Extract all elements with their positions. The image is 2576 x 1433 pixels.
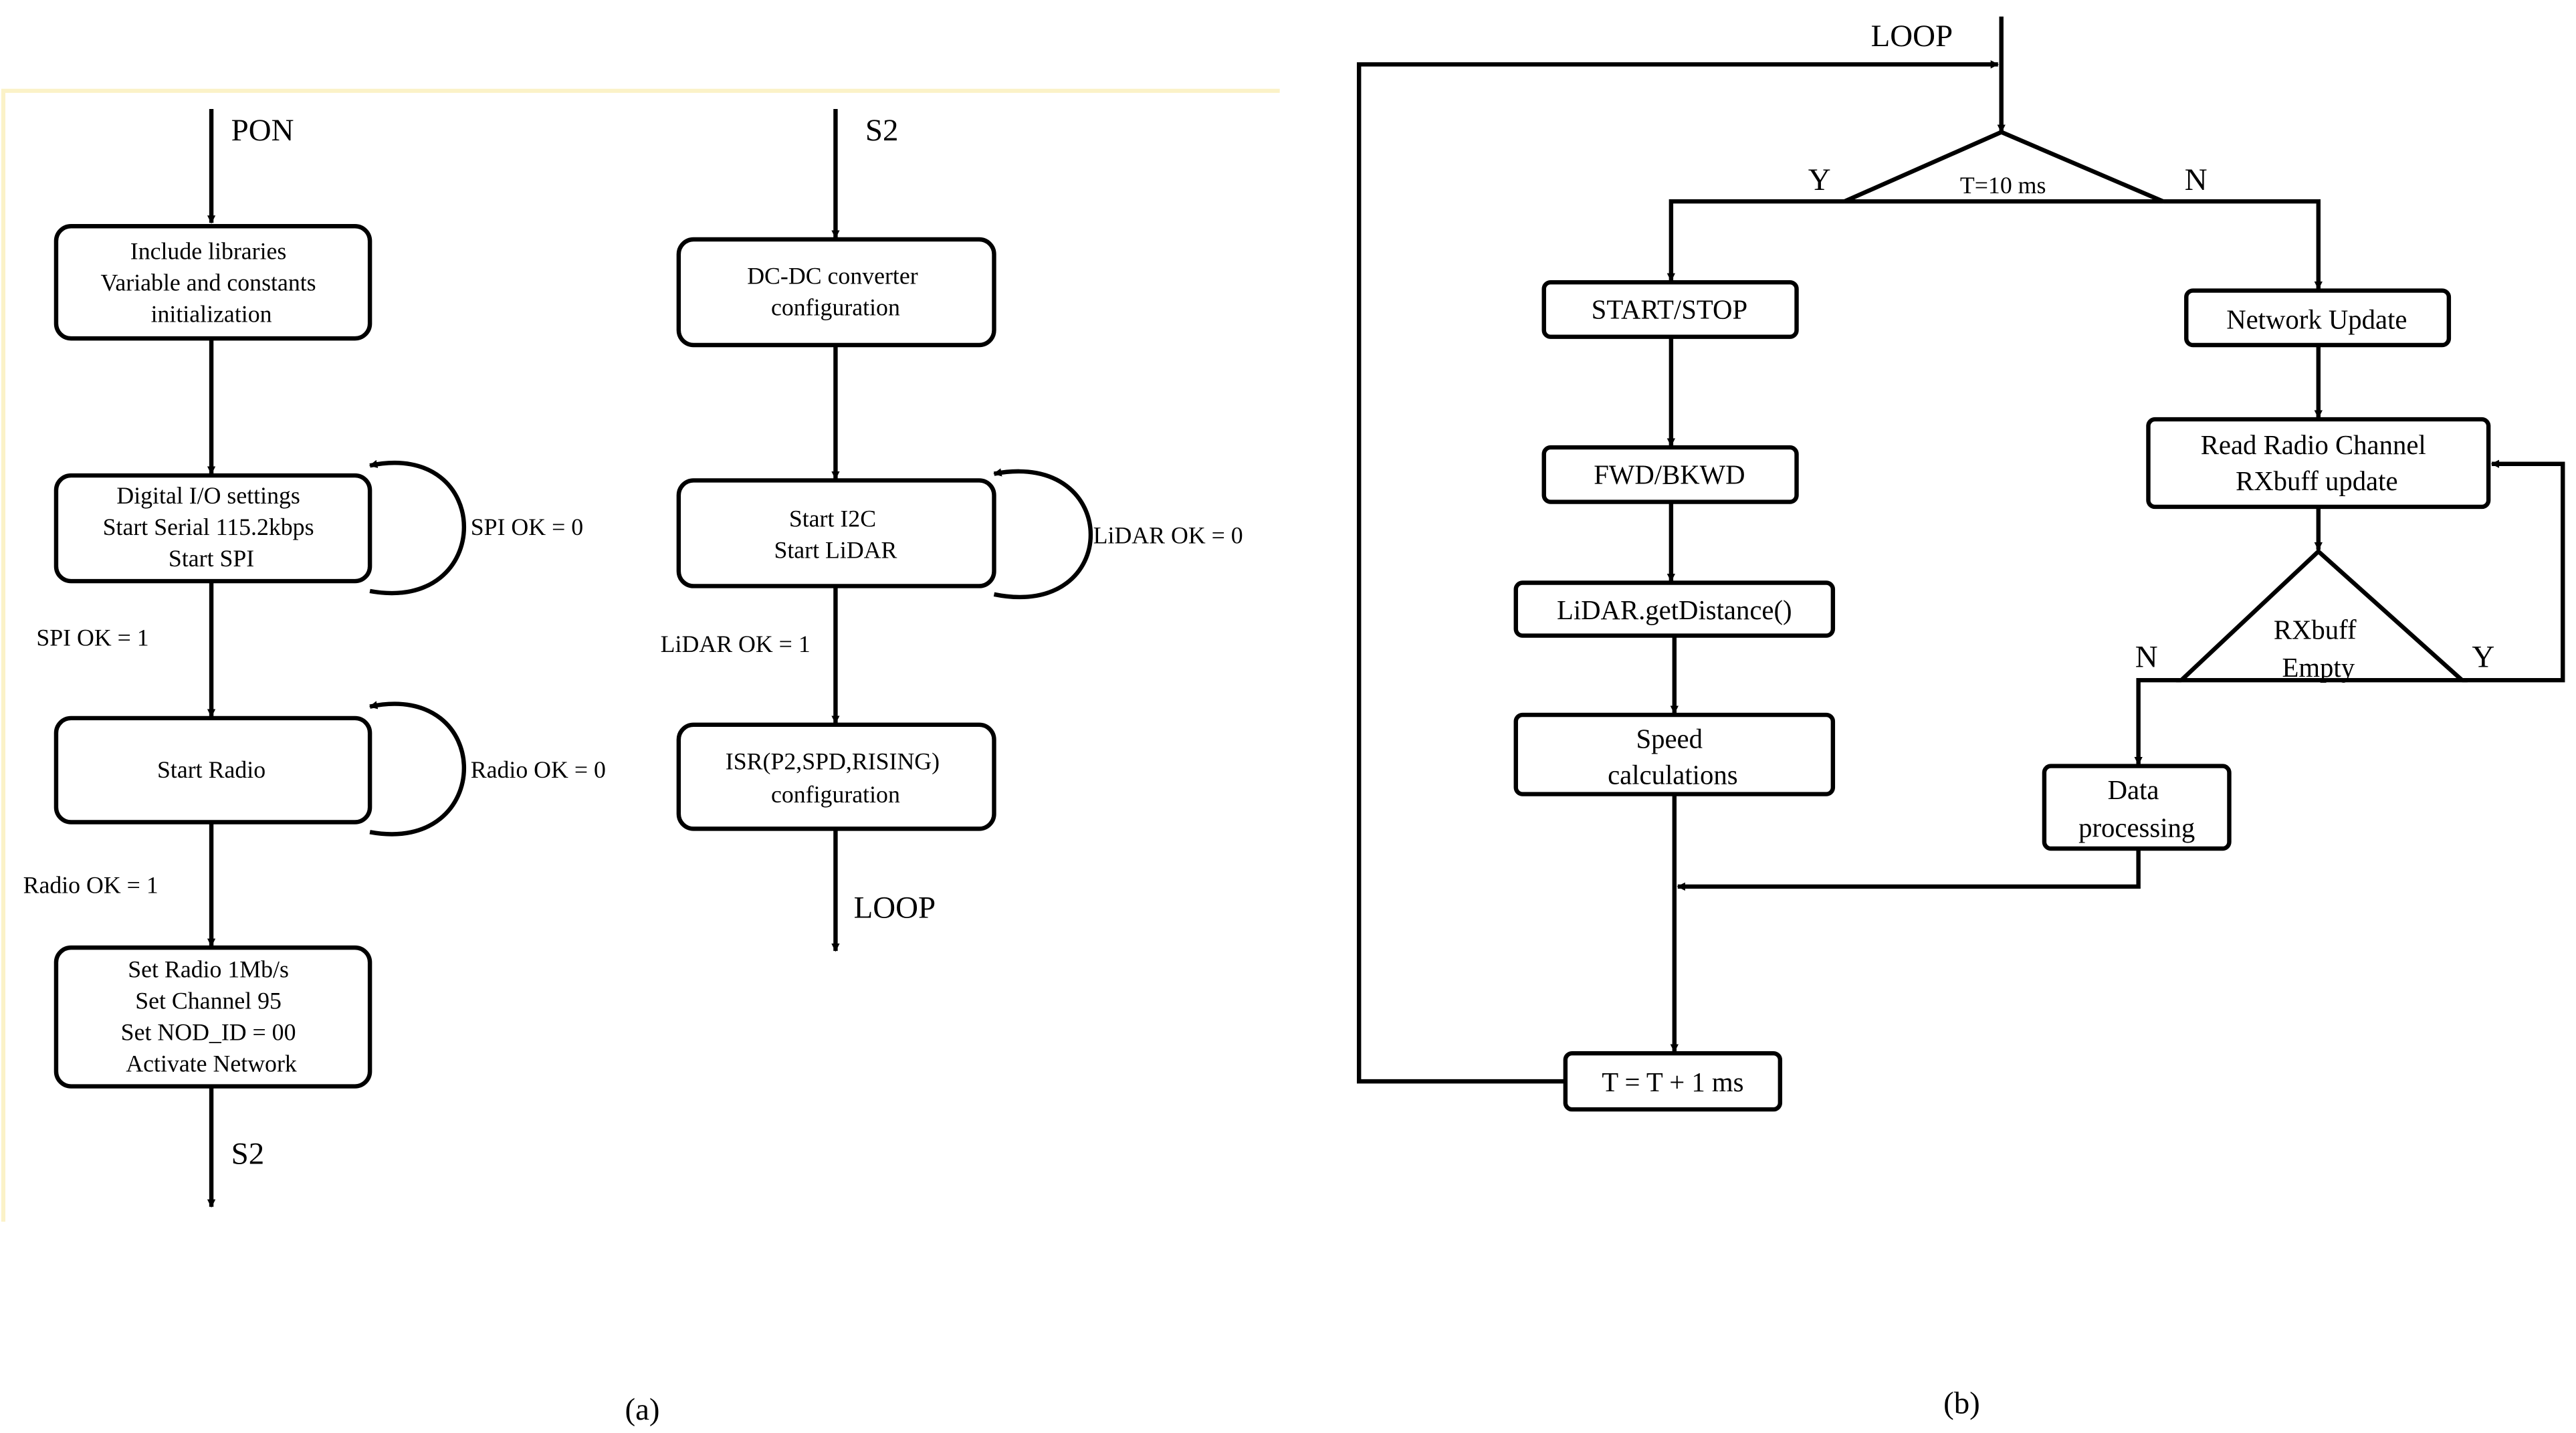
spi-ok-label: SPI OK = 1 bbox=[36, 624, 148, 651]
panel-a-frame bbox=[1, 88, 1280, 1222]
network-update-text: Network Update bbox=[2226, 304, 2407, 334]
rxbuff-no-line bbox=[2134, 677, 2181, 766]
timer-text: T = T + 1 ms bbox=[1602, 1067, 1743, 1097]
rxbuff-yes-return bbox=[2462, 459, 2565, 683]
decision-t10 bbox=[1843, 130, 2164, 204]
panel-a: PON Include libraries Variable and const… bbox=[1, 88, 1280, 1427]
loop-exit-label: LOOP bbox=[854, 891, 936, 925]
decision-rxbuff-yes: Y bbox=[2472, 639, 2494, 674]
set-radio-text: Set Radio 1Mb/s Set Channel 95 Set NOD_I… bbox=[121, 956, 302, 1077]
spi-fail-label: SPI OK = 0 bbox=[471, 514, 583, 540]
speed-calc-text: Speed calculations bbox=[1608, 724, 1737, 790]
decision-t10-yes: Y bbox=[1808, 162, 1831, 197]
decision-rxbuff-text: RXbuff Empty bbox=[2274, 615, 2363, 683]
panel-b: LOOP T=10 ms Y N START/STOP FWD/BKWD LiD… bbox=[1356, 16, 2565, 1420]
start-stop-text: START/STOP bbox=[1592, 294, 1747, 324]
lidar-retry-loop bbox=[993, 468, 1093, 600]
no-branch-line bbox=[2163, 199, 2323, 290]
radio-retry-loop bbox=[368, 701, 467, 837]
start-lidar-box bbox=[676, 478, 996, 588]
loop-return-line bbox=[1356, 60, 2000, 1084]
caption-a: (a) bbox=[625, 1392, 659, 1427]
decision-rxbuff bbox=[2175, 548, 2468, 683]
s2-entry-label: S2 bbox=[865, 113, 899, 148]
isr-text: ISR(P2,SPD,RISING) configuration bbox=[726, 748, 946, 808]
get-distance-text: LiDAR.getDistance() bbox=[1557, 595, 1792, 625]
speed-calc-box bbox=[1513, 712, 1836, 796]
spi-retry-loop bbox=[368, 459, 467, 596]
pon-label: PON bbox=[231, 113, 294, 148]
dcdc-box bbox=[676, 237, 996, 348]
decision-t10-no: N bbox=[2185, 162, 2208, 197]
read-radio-text: Read Radio Channel RXbuff update bbox=[2201, 430, 2433, 496]
decision-t10-text: T=10 ms bbox=[1960, 172, 2046, 199]
caption-b: (b) bbox=[1943, 1386, 1980, 1420]
timer-box bbox=[1563, 1051, 1783, 1112]
radio-ok-label: Radio OK = 1 bbox=[23, 872, 158, 899]
data-processing-text: Data processing bbox=[2078, 775, 2195, 843]
yes-branch-line bbox=[1667, 199, 1845, 282]
isr-box bbox=[676, 722, 996, 831]
merge-line bbox=[1677, 849, 2141, 891]
radio-fail-label: Radio OK = 0 bbox=[471, 756, 606, 783]
start-radio-text: Start Radio bbox=[157, 756, 265, 783]
lidar-ok-label: LiDAR OK = 1 bbox=[661, 631, 811, 657]
fwd-bkwd-text: FWD/BKWD bbox=[1594, 459, 1745, 489]
include-libraries-text: Include libraries Variable and constants… bbox=[101, 238, 322, 328]
digital-io-text: Digital I/O settings Start Serial 115.2k… bbox=[103, 482, 320, 572]
dcdc-text: DC-DC converter configuration bbox=[747, 263, 924, 321]
lidar-fail-label: LiDAR OK = 0 bbox=[1093, 522, 1243, 548]
start-lidar-text: Start I2C Start LiDAR bbox=[774, 506, 897, 564]
loop-entry-label: LOOP bbox=[1871, 19, 1953, 53]
s2-exit-label: S2 bbox=[231, 1137, 265, 1172]
decision-rxbuff-no: N bbox=[2135, 639, 2158, 674]
